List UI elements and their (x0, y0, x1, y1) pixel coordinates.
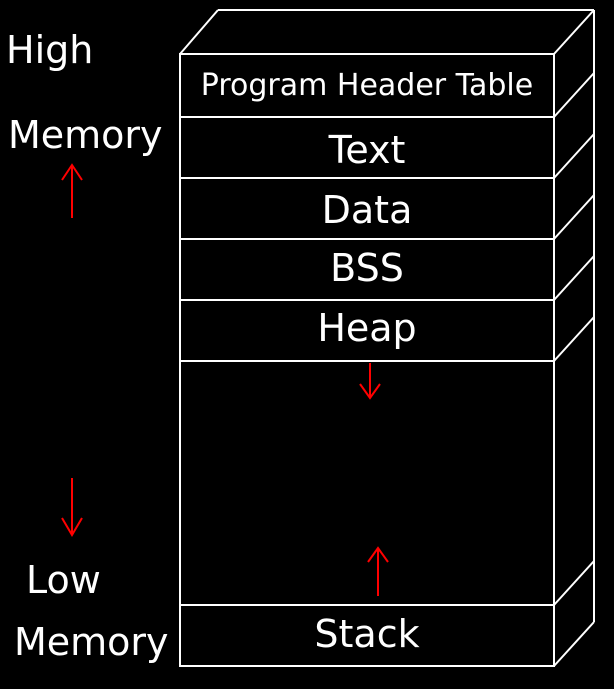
segment-divider-side (553, 255, 595, 301)
segment-heap-label: Heap (317, 306, 417, 350)
segment-divider-side (553, 133, 595, 179)
arrow-down-heap-growth (359, 363, 381, 400)
segment-divider-side (553, 560, 595, 606)
arrow-up-stack-growth (367, 546, 389, 596)
segment-text-label: Text (328, 128, 406, 172)
box-top-face (179, 9, 595, 55)
segment-data-label: Data (321, 188, 413, 232)
segment-divider-side (553, 72, 595, 118)
segment-bss-label: BSS (330, 246, 404, 290)
segment-divider-side (553, 194, 595, 240)
arrow-up-high-memory (61, 163, 83, 218)
low-memory-label: Memory (14, 620, 169, 664)
segment-stack-label: Stack (314, 612, 420, 656)
arrow-down-low-memory (61, 478, 83, 537)
segment-program-header-table-label: Program Header Table (200, 68, 534, 103)
box-side-face (553, 10, 595, 667)
low-label: Low (26, 558, 101, 602)
high-label: High (6, 28, 94, 72)
high-memory-label: Memory (8, 113, 163, 157)
segment-dividers (180, 72, 595, 606)
segment-divider-side (553, 316, 595, 362)
